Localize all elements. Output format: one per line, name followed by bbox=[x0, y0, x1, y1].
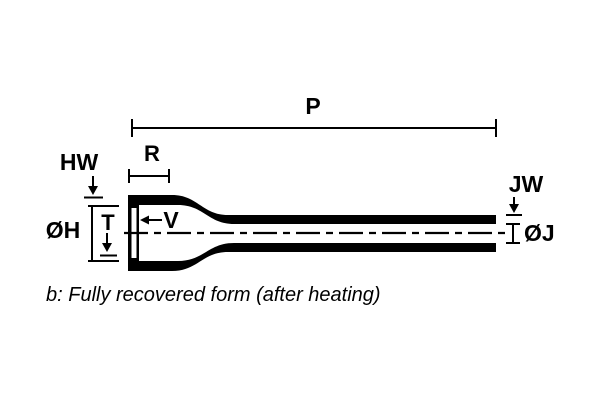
t-arrowhead bbox=[102, 243, 112, 252]
dimension-jw: JW bbox=[506, 171, 544, 216]
v-label: V bbox=[163, 207, 179, 233]
hw-arrowhead bbox=[88, 186, 98, 195]
dimension-oh: ØH bbox=[46, 205, 119, 262]
r-label: R bbox=[144, 141, 160, 166]
dimension-hw: HW bbox=[60, 149, 103, 199]
jw-label: JW bbox=[509, 171, 544, 197]
hw-label: HW bbox=[60, 149, 99, 175]
caption: b: Fully recovered form (after heating) bbox=[46, 284, 381, 306]
t-label: T bbox=[101, 210, 115, 235]
dimension-oj: ØJ bbox=[506, 220, 555, 246]
dimension-r: R bbox=[128, 141, 170, 183]
dimension-p: P bbox=[131, 93, 497, 137]
dimension-v: V bbox=[140, 207, 179, 233]
oh-label: ØH bbox=[46, 217, 81, 243]
jw-arrowhead bbox=[509, 204, 519, 213]
v-arrowhead bbox=[140, 215, 149, 225]
p-label: P bbox=[305, 93, 320, 119]
dimension-t: T bbox=[100, 210, 117, 257]
oj-label: ØJ bbox=[524, 220, 555, 246]
